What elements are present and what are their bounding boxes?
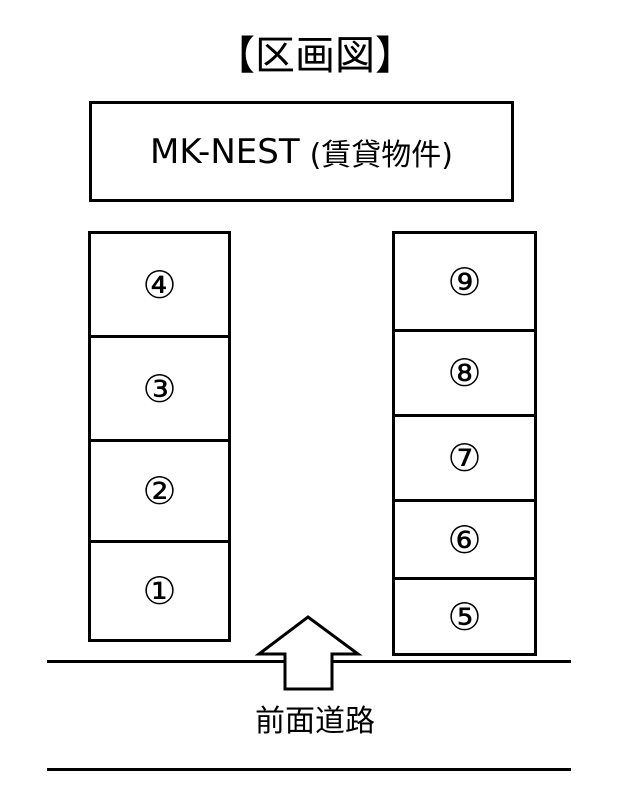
parking-column-left: ④ ③ ② ① bbox=[88, 231, 231, 642]
building-type: (賃貸物件) bbox=[309, 137, 454, 173]
parking-space-8: ⑧ bbox=[447, 351, 482, 395]
space-divider bbox=[395, 414, 534, 417]
parking-space-5: ⑤ bbox=[447, 594, 482, 639]
space-divider bbox=[395, 329, 534, 332]
parking-space-6: ⑥ bbox=[447, 517, 482, 562]
space-divider bbox=[91, 335, 228, 338]
road-edge-bottom bbox=[47, 768, 571, 771]
parking-space-1: ① bbox=[142, 569, 177, 613]
parking-space-9: ⑨ bbox=[447, 259, 482, 304]
parking-space-2: ② bbox=[142, 469, 177, 513]
space-divider bbox=[395, 499, 534, 502]
building-box: MK-NEST (賃貸物件) bbox=[89, 101, 514, 202]
space-divider bbox=[91, 439, 228, 442]
parking-column-right: ⑨ ⑧ ⑦ ⑥ ⑤ bbox=[392, 231, 537, 656]
space-divider bbox=[91, 540, 228, 543]
parking-space-3: ③ bbox=[142, 366, 177, 411]
page-title: 【区画図】 bbox=[215, 33, 415, 79]
building-name: MK-NEST bbox=[149, 131, 300, 172]
parking-space-7: ⑦ bbox=[447, 436, 482, 480]
space-divider bbox=[395, 577, 534, 580]
parking-space-4: ④ bbox=[142, 262, 177, 307]
road-label: 前面道路 bbox=[255, 704, 375, 739]
